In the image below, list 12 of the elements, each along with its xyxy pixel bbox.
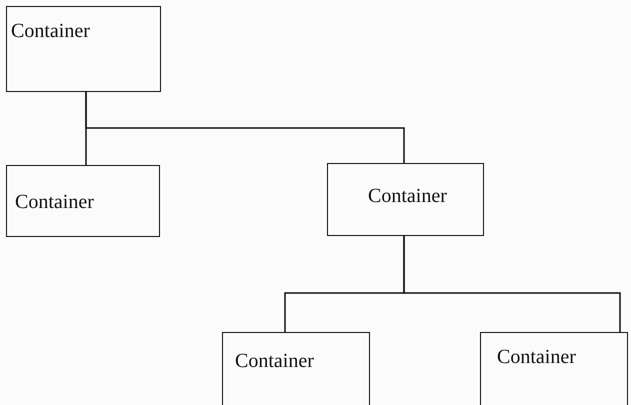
connector-line	[85, 92, 405, 163]
box-label: Container	[497, 345, 576, 369]
box-label: Container	[11, 19, 90, 43]
box-label: Container	[235, 349, 314, 373]
container-box	[327, 163, 484, 236]
container-box	[6, 165, 160, 237]
container-box	[222, 332, 370, 405]
box-label: Container	[15, 190, 94, 214]
box-label: Container	[368, 184, 447, 208]
container-box	[6, 6, 161, 92]
connector-line	[403, 236, 621, 332]
container-box	[480, 332, 628, 405]
